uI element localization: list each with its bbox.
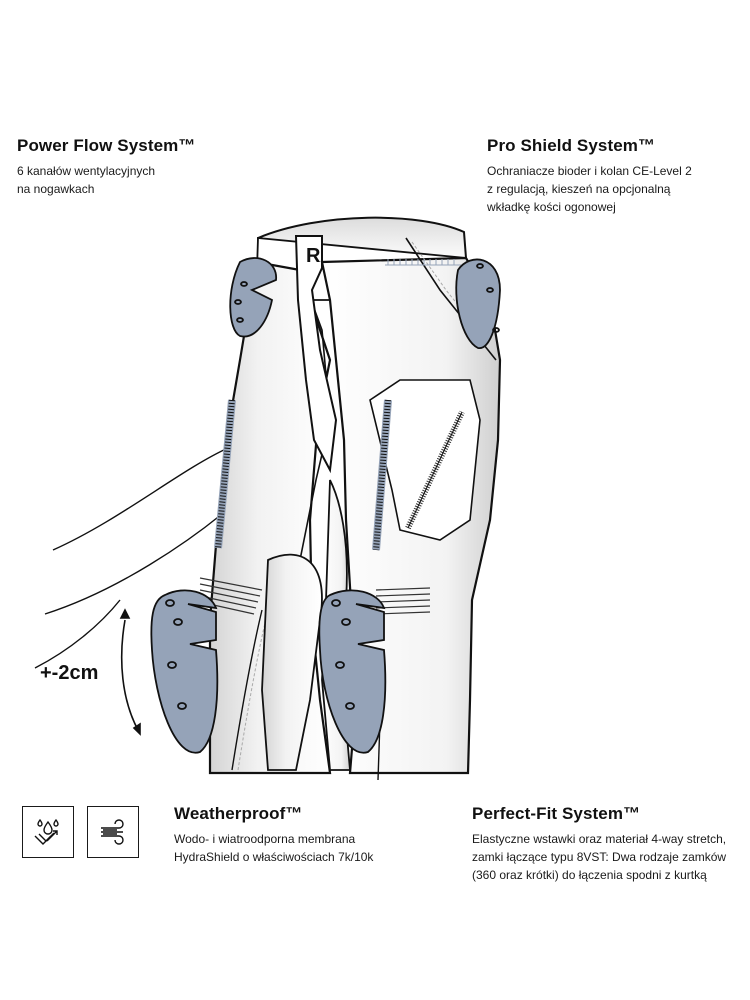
front-panel [294,235,338,474]
feature-line: HydraShield o właściwościach 7k/10k [174,850,374,864]
waterproof-icon-box [22,806,74,858]
adjust-range-label: +-2cm [40,662,99,684]
feature-line: (360 oraz krótki) do łączenia spodni z k… [472,868,707,882]
feature-line: wkładkę kości ogonowej [487,200,616,214]
hip-protector-right [455,258,501,349]
hip-protector-left [229,257,277,338]
feature-title: Perfect-Fit System™ [472,804,641,823]
velcro-strip [385,259,462,266]
feature-pro-shield: Pro Shield System™ Ochraniacze bioder i … [487,136,747,216]
knee-protector-left [150,589,219,754]
feature-title: Power Flow System™ [17,136,196,155]
windproof-icon [101,819,124,845]
windproof-icon-box [87,806,139,858]
feature-line: Ochraniacze bioder i kolan CE-Level 2 [487,164,692,178]
feature-power-flow: Power Flow System™ 6 kanałów wentylacyjn… [17,136,247,198]
right-leg [320,237,502,781]
feature-perfect-fit: Perfect-Fit System™ Elastyczne wstawki o… [472,804,750,884]
feature-line: Wodo- i wiatroodporna membrana [174,832,356,846]
feature-line: na nogawkach [17,182,95,196]
feature-line: z regulacją, kieszeń na opcjonalną [487,182,671,196]
feature-line: Elastyczne wstawki oraz materiał 4-way s… [472,832,727,846]
feature-title: Pro Shield System™ [487,136,656,155]
feature-weatherproof: Weatherproof™ Wodo- i wiatroodporna memb… [174,804,464,866]
knee-protector-right [318,589,387,754]
vent-zippers [214,399,392,551]
feature-line: zamki łączące typu 8VST: Dwa rodzaje zam… [472,850,727,864]
adjust-arrow-icon [119,608,141,736]
waterproof-icon [34,818,59,845]
airflow-lines [34,447,229,669]
feature-title: Weatherproof™ [174,804,303,823]
feature-line: 6 kanałów wentylacyjnych [17,164,156,178]
brand-logo: R [306,245,321,267]
